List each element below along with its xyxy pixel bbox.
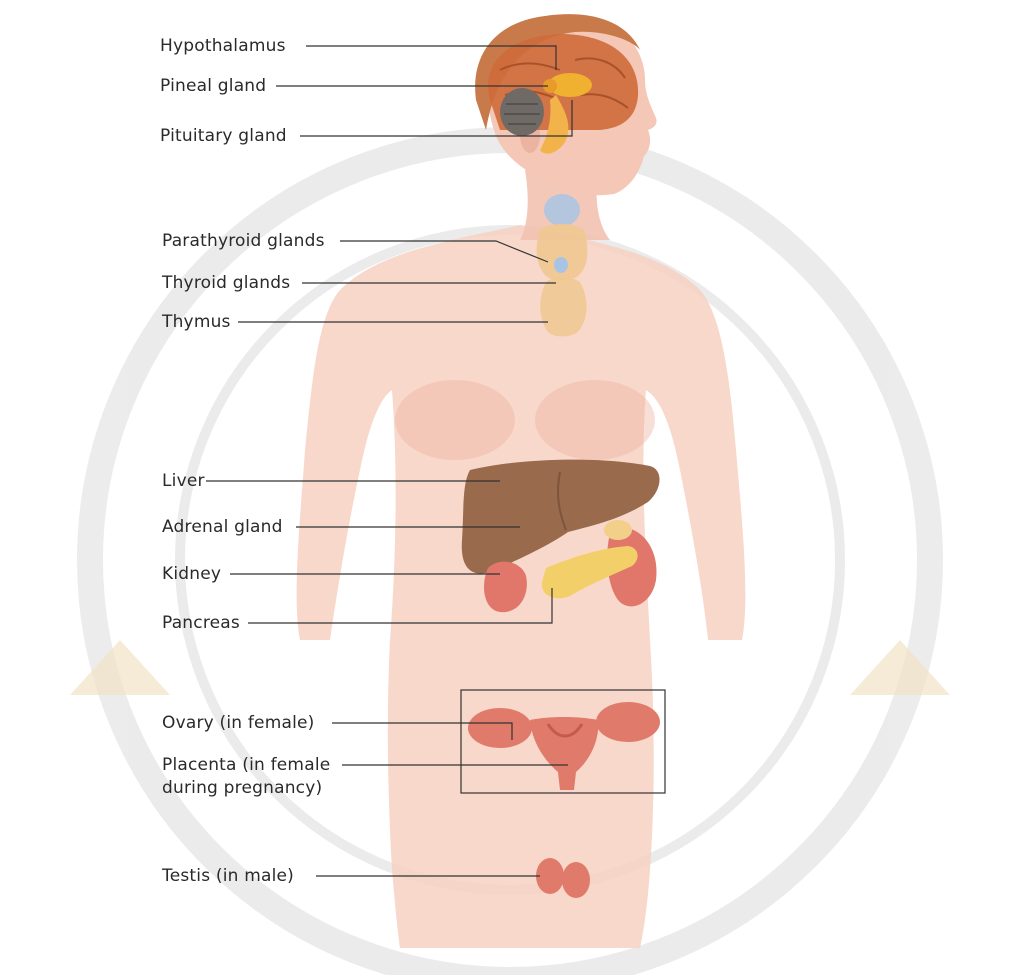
- label-kidney: Kidney: [162, 564, 221, 584]
- label-ovary: Ovary (in female): [162, 713, 314, 733]
- ovary-left-shape: [468, 708, 532, 748]
- label-pancreas: Pancreas: [162, 613, 240, 633]
- testis-right-shape: [562, 862, 590, 898]
- label-placenta-line1: Placenta (in female: [162, 755, 330, 776]
- ovary-right-shape: [596, 702, 660, 742]
- label-pineal-gland: Pineal gland: [160, 76, 266, 96]
- watermark-right-mark: [850, 640, 950, 695]
- chest-shade-right: [535, 380, 655, 460]
- parathyroid-nodule: [554, 257, 568, 273]
- label-placenta-line2: during pregnancy): [162, 778, 322, 799]
- cerebellum: [500, 88, 544, 136]
- testis-left-shape: [536, 858, 564, 894]
- watermark-left-mark: [70, 640, 170, 695]
- label-testis: Testis (in male): [162, 866, 294, 886]
- chest-shade-left: [395, 380, 515, 460]
- label-adrenal-gland: Adrenal gland: [162, 517, 283, 537]
- label-hypothalamus: Hypothalamus: [160, 36, 286, 56]
- adrenal-right-shape: [604, 520, 632, 540]
- parathyroid-shape: [544, 194, 580, 226]
- label-pituitary-gland: Pituitary gland: [160, 126, 287, 146]
- label-thyroid-glands: Thyroid glands: [162, 273, 290, 293]
- label-liver: Liver: [162, 471, 205, 491]
- label-parathyroid-glands: Parathyroid glands: [162, 231, 325, 251]
- label-thymus: Thymus: [162, 312, 231, 332]
- thymus-shape: [540, 278, 586, 337]
